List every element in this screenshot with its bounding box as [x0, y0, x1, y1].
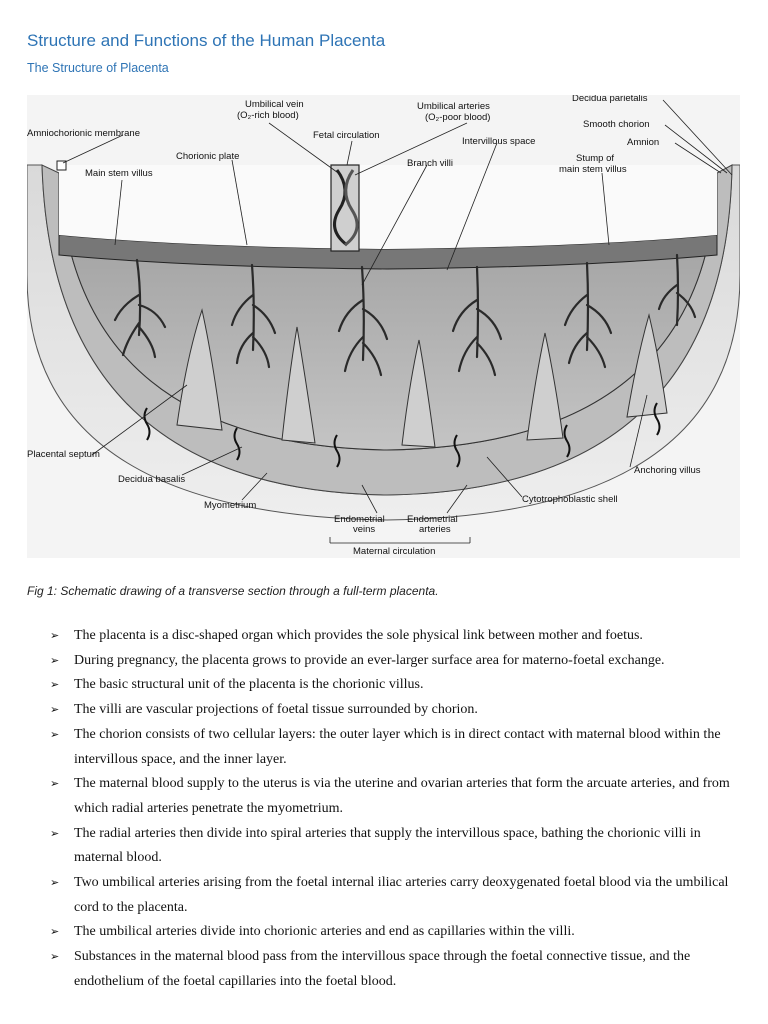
bullet-text: Two umbilical arteries arising from the …	[74, 875, 729, 915]
bullet-text: The villi are vascular projections of fo…	[74, 702, 478, 718]
bullet-item: ➢ The chorion consists of two cellular la…	[50, 723, 750, 772]
bullet-text: The radial arteries then divide into spi…	[74, 825, 701, 866]
label-fetal-circulation: Fetal circulation	[313, 130, 380, 141]
bullet-item: ➢ The basic structural unit of the placen…	[50, 673, 750, 698]
bullet-text: The chorion consists of two cellular lay…	[74, 726, 721, 767]
bullet-text: The umbilical arteries divide into chori…	[74, 924, 575, 940]
placenta-diagram: Umbilical vein (O₂-rich blood) Umbilical…	[27, 95, 740, 558]
label-myometrium: Myometrium	[204, 500, 256, 511]
label-amniochorionic-membrane: Amniochorionic membrane	[27, 128, 140, 139]
label-umbilical-arteries-note: (O₂-poor blood)	[425, 112, 490, 123]
arrow-bullet-icon: ➢	[50, 777, 60, 791]
bullet-item: ➢ The umbilical arteries divide into chor…	[50, 920, 750, 945]
arrow-bullet-icon: ➢	[50, 727, 60, 741]
membrane-marker	[56, 160, 67, 171]
label-endometrial-veins-2: veins	[353, 524, 375, 535]
label-umbilical-vein-note: (O₂-rich blood)	[237, 110, 299, 121]
label-endometrial-veins: Endometrial	[334, 514, 385, 525]
bullet-item: ➢ The radial arteries then divide into sp…	[50, 822, 750, 871]
bullet-item: ➢ The placenta is a disc-shaped organ whi…	[50, 624, 750, 649]
label-umbilical-arteries: Umbilical arteries	[417, 101, 490, 112]
label-umbilical-vein: Umbilical vein	[245, 99, 304, 110]
bullet-item: ➢ The maternal blood supply to the uterus…	[50, 772, 750, 821]
villous-trees	[113, 253, 697, 377]
bullet-list: ➢ The placenta is a disc-shaped organ whi…	[50, 624, 750, 995]
arrow-bullet-icon: ➢	[50, 925, 60, 939]
spiral-arteries	[143, 402, 661, 468]
arrow-bullet-icon: ➢	[50, 629, 60, 642]
label-endometrial-arteries-2: arteries	[419, 524, 451, 535]
label-intervillous-space: Intervillous space	[462, 136, 535, 147]
label-stump-of: Stump of	[576, 153, 614, 164]
label-chorionic-plate: Chorionic plate	[176, 151, 239, 162]
label-main-stem-villus-stump: main stem villus	[559, 164, 627, 175]
bullet-item: ➢ During pregnancy, the placenta grows to…	[50, 649, 750, 674]
document-title: Structure and Functions of the Human Pla…	[27, 31, 386, 50]
label-decidua-parietalis: Decidua parietalis	[572, 95, 648, 104]
bullet-text: The basic structural unit of the placent…	[74, 677, 424, 693]
bullet-item: ➢ Substances in the maternal blood pass f…	[50, 945, 750, 994]
label-branch-villi: Branch villi	[407, 158, 453, 169]
bullet-text: During pregnancy, the placenta grows to …	[74, 652, 665, 668]
label-main-stem-villus: Main stem villus	[85, 168, 153, 179]
label-amnion: Amnion	[627, 137, 659, 148]
bullet-item: ➢ Two umbilical arteries arising from the…	[50, 871, 750, 920]
bullet-text: The placenta is a disc-shaped organ whic…	[74, 628, 643, 643]
arrow-bullet-icon: ➢	[50, 950, 60, 964]
umbilical-cord	[330, 164, 360, 252]
placenta-diagram-svg: Umbilical vein (O₂-rich blood) Umbilical…	[27, 95, 740, 558]
arrow-bullet-icon: ➢	[50, 826, 60, 840]
arrow-bullet-icon: ➢	[50, 703, 60, 717]
figure-caption: Fig 1: Schematic drawing of a transverse…	[27, 584, 439, 598]
placental-septa	[176, 308, 668, 448]
bullet-text: The maternal blood supply to the uterus …	[74, 776, 730, 816]
bullet-text: Substances in the maternal blood pass fr…	[74, 949, 691, 989]
amniotic-cavity	[59, 165, 717, 249]
label-maternal-circulation: Maternal circulation	[353, 546, 435, 557]
label-smooth-chorion: Smooth chorion	[583, 119, 650, 130]
arrow-bullet-icon: ➢	[50, 653, 60, 667]
label-anchoring-villus: Anchoring villus	[634, 465, 701, 476]
arrow-bullet-icon: ➢	[50, 876, 60, 890]
bullet-item: ➢ The villi are vascular projections of f…	[50, 698, 750, 723]
label-placental-septum: Placental septum	[27, 449, 100, 460]
label-cytotrophoblastic-shell: Cytotrophoblastic shell	[522, 494, 618, 505]
leader-lines	[62, 99, 733, 544]
arrow-bullet-icon: ➢	[50, 678, 60, 692]
label-endometrial-arteries: Endometrial	[407, 514, 458, 525]
label-decidua-basalis: Decidua basalis	[118, 474, 185, 485]
section-heading: The Structure of Placenta	[27, 61, 169, 75]
